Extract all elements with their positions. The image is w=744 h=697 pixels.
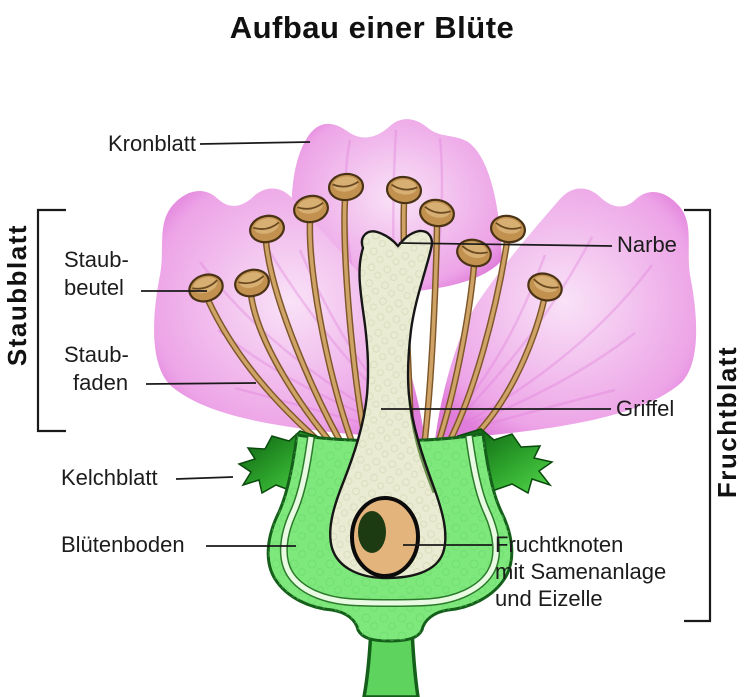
label-staubbeutel: Staub- beutel <box>64 246 129 302</box>
label-fruchtknoten-line2: mit Samenanlage <box>495 559 667 584</box>
anther <box>188 273 224 303</box>
anther <box>385 175 423 205</box>
label-fruchtknoten-line1: Fruchtknoten <box>495 532 624 557</box>
staubblatt-bracket <box>36 208 66 433</box>
label-staubfaden-line1: Staub- <box>64 342 129 367</box>
label-staubbeutel-line1: Staub- <box>64 247 129 272</box>
label-fruchtknoten: Fruchtknoten mit Samenanlage und Eizelle <box>495 531 666 612</box>
label-staubbeutel-line2: beutel <box>64 275 124 300</box>
anther <box>327 172 365 202</box>
label-bluetenboden: Blütenboden <box>61 532 185 557</box>
label-kelchblatt: Kelchblatt <box>61 465 158 490</box>
anther <box>456 238 492 268</box>
label-narbe: Narbe <box>617 232 677 257</box>
ovule-group <box>350 496 420 578</box>
anther <box>234 268 270 298</box>
narbe-leader-line <box>398 242 613 247</box>
label-staubfaden-line2: faden <box>73 370 129 395</box>
label-fruchtknoten-line3: und Eizelle <box>495 586 603 611</box>
stamen-anthers-group <box>188 172 563 303</box>
staubfaden-leader-line <box>145 382 257 385</box>
label-fruchtblatt-group: Fruchtblatt <box>712 345 742 499</box>
diagram-title: Aufbau einer Blüte <box>229 10 515 45</box>
leader-lines <box>141 141 613 547</box>
petal-right <box>435 188 697 440</box>
group-brackets <box>36 208 712 623</box>
anther <box>419 198 455 228</box>
anther <box>527 272 563 302</box>
kronblatt-leader-line <box>199 141 311 145</box>
anther <box>490 214 526 244</box>
pistil-texture <box>330 230 446 579</box>
fruchtblatt-bracket <box>684 208 712 623</box>
label-griffel: Griffel <box>616 396 675 421</box>
pistil-outline <box>329 229 447 580</box>
anther <box>293 194 329 224</box>
label-kronblatt: Kronblatt <box>107 131 196 156</box>
receptacle-inner-wall <box>279 435 501 607</box>
label-staubblatt-group: Staubblatt <box>2 223 32 367</box>
egg-cell <box>358 511 386 553</box>
kelchblatt-leader-line <box>175 476 234 480</box>
anther <box>249 214 285 244</box>
label-staubfaden: Staub- faden <box>64 341 129 397</box>
